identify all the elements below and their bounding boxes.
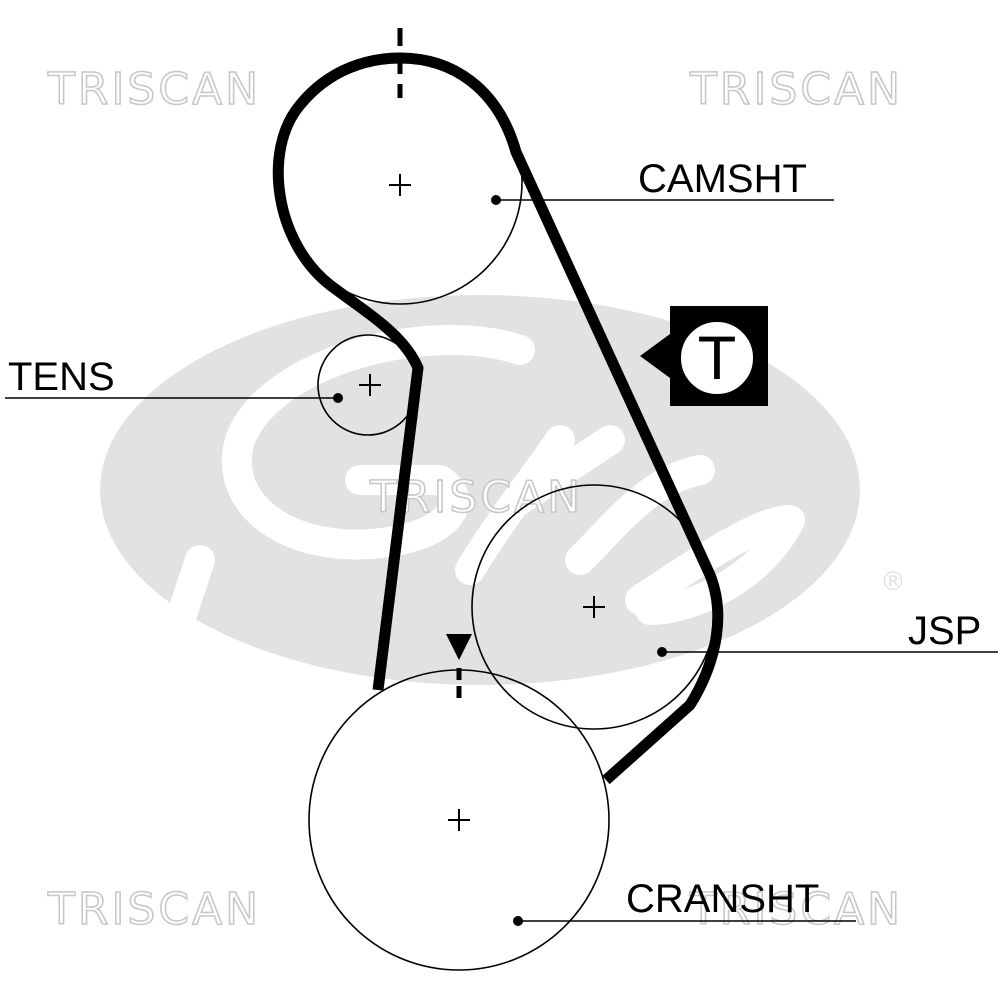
jsp-label: JSP [908, 609, 981, 653]
camshaft-label: CAMSHT [638, 157, 807, 201]
crankshaft-label: CRANSHT [626, 877, 819, 921]
camshaft-leader-dot [491, 195, 501, 205]
registered-mark: ® [880, 567, 906, 597]
crankshaft-center-cross [448, 809, 470, 831]
jsp-leader-dot [657, 647, 667, 657]
crankshaft-leader-dot [513, 916, 523, 926]
watermark-top-right: TRISCAN [689, 64, 903, 115]
gates-logo-wordmark [165, 325, 805, 635]
tensioner-center-cross [359, 374, 381, 396]
leader-lines [5, 195, 998, 926]
crankshaft-timing-arrow [446, 634, 472, 660]
jsp-center-cross [583, 596, 605, 618]
tensioner-leader-dot [333, 393, 343, 403]
timing-belt [272, 52, 724, 785]
component-labels: CAMSHT TENS JSP CRANSHT [8, 157, 981, 921]
torque-indicator-circle [679, 320, 755, 396]
watermark-bottom-right: TRISCAN [689, 884, 903, 935]
pulley-centers [359, 174, 605, 831]
watermark-bottom-left: TRISCAN [47, 884, 261, 935]
timing-marks [397, 28, 472, 700]
watermark-top-left: TRISCAN [47, 64, 261, 115]
camshaft-center-cross [389, 174, 411, 196]
torque-indicator: T [640, 306, 768, 406]
torque-indicator-letter: T [698, 325, 735, 393]
tensioner-label: TENS [8, 355, 115, 399]
